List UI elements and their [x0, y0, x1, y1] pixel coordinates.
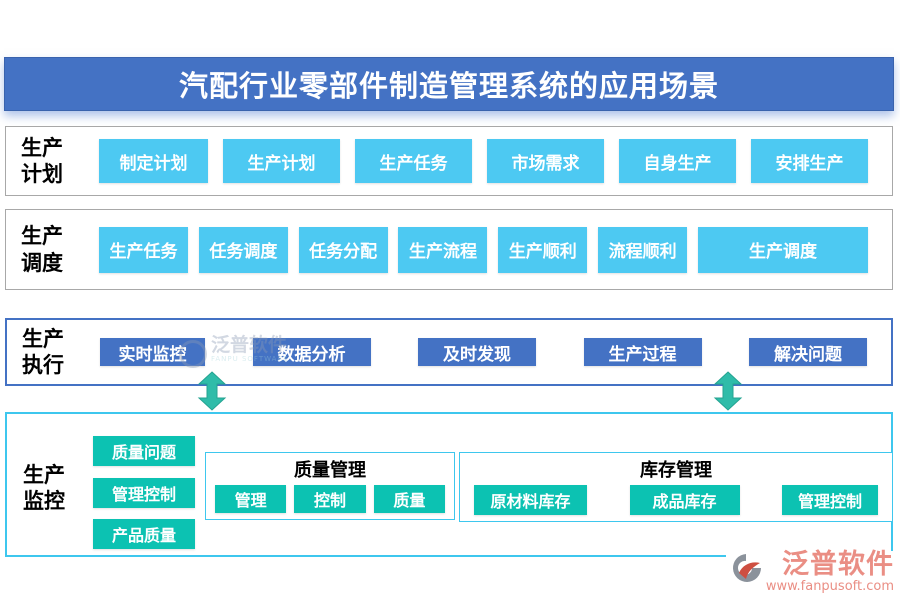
solve-problem-button[interactable]: 解决问题 — [749, 338, 867, 366]
row-production-plan: 生产计划 制定计划 生产计划 生产任务 市场需求 自身生产 安排生产 — [5, 126, 893, 196]
fanpu-logo-url[interactable]: www.fanpusoft.com — [765, 578, 894, 594]
management-control-button[interactable]: 管理控制 — [93, 478, 195, 508]
production-process-button[interactable]: 生产过程 — [583, 338, 702, 366]
flow-smooth-button[interactable]: 流程顺利 — [598, 226, 688, 273]
task-assign-button[interactable]: 任务分配 — [298, 226, 388, 273]
row-production-monitor: 生产监控 质量问题 管理控制 产品质量 质量管理 管理 控制 质量 库存管理 原… — [5, 412, 893, 557]
up-down-arrow-icon — [197, 371, 227, 411]
row-production-execution: 泛普软件 FANPU SOFTWARE 生产执行 实时监控 数据分析 及时发现 … — [5, 318, 893, 386]
management-control-button[interactable]: 管理控制 — [782, 485, 878, 515]
row-label-production-dispatch: 生产调度 — [21, 224, 63, 275]
quality-management-title: 质量管理 — [294, 460, 366, 481]
production-dispatch-button[interactable]: 生产调度 — [697, 226, 868, 273]
realtime-monitor-button[interactable]: 实时监控 — [100, 338, 205, 366]
quality-issue-button[interactable]: 质量问题 — [93, 436, 195, 466]
control-button[interactable]: 控制 — [294, 485, 366, 513]
finished-goods-stock-button[interactable]: 成品库存 — [629, 485, 740, 515]
row-label-production-monitor: 生产监控 — [23, 463, 65, 514]
inventory-management-group: 库存管理 原材料库存 成品库存 管理控制 — [459, 452, 893, 522]
timely-detect-button[interactable]: 及时发现 — [418, 338, 536, 366]
row-label-production-execution: 生产执行 — [22, 326, 64, 377]
production-task-button[interactable]: 生产任务 — [355, 139, 472, 183]
row3-buttons: 实时监控 数据分析 及时发现 生产过程 解决问题 — [100, 338, 891, 366]
row2-buttons: 生产任务 任务调度 任务分配 生产流程 生产顺利 流程顺利 生产调度 — [99, 226, 892, 273]
production-flow-button[interactable]: 生产流程 — [398, 226, 488, 273]
make-plan-button[interactable]: 制定计划 — [99, 139, 208, 183]
row1-buttons: 制定计划 生产计划 生产任务 市场需求 自身生产 安排生产 — [99, 139, 892, 183]
manage-button[interactable]: 管理 — [215, 485, 287, 513]
fanpu-logo-name: 泛普软件 — [782, 549, 894, 581]
page-title: 汽配行业零部件制造管理系统的应用场景 — [4, 57, 894, 111]
arrange-production-button[interactable]: 安排生产 — [751, 139, 868, 183]
production-plan-button[interactable]: 生产计划 — [223, 139, 340, 183]
quality-management-group: 质量管理 管理 控制 质量 — [205, 452, 455, 520]
product-quality-button[interactable]: 产品质量 — [93, 519, 195, 549]
market-demand-button[interactable]: 市场需求 — [487, 139, 604, 183]
fanpu-logo: 泛普软件 www.fanpusoft.com — [725, 549, 894, 594]
data-analysis-button[interactable]: 数据分析 — [252, 338, 371, 366]
production-task-button[interactable]: 生产任务 — [99, 226, 188, 273]
raw-material-stock-button[interactable]: 原材料库存 — [474, 485, 587, 515]
self-production-button[interactable]: 自身生产 — [619, 139, 736, 183]
inventory-management-title: 库存管理 — [640, 460, 712, 481]
fanpu-logo-icon — [732, 554, 761, 583]
task-dispatch-button[interactable]: 任务调度 — [198, 226, 288, 273]
row-label-production-plan: 生产计划 — [21, 135, 63, 186]
production-smooth-button[interactable]: 生产顺利 — [498, 226, 588, 273]
row-production-dispatch: 生产调度 生产任务 任务调度 任务分配 生产流程 生产顺利 流程顺利 生产调度 — [5, 209, 893, 290]
up-down-arrow-icon — [713, 371, 743, 411]
quality-button[interactable]: 质量 — [373, 485, 445, 513]
